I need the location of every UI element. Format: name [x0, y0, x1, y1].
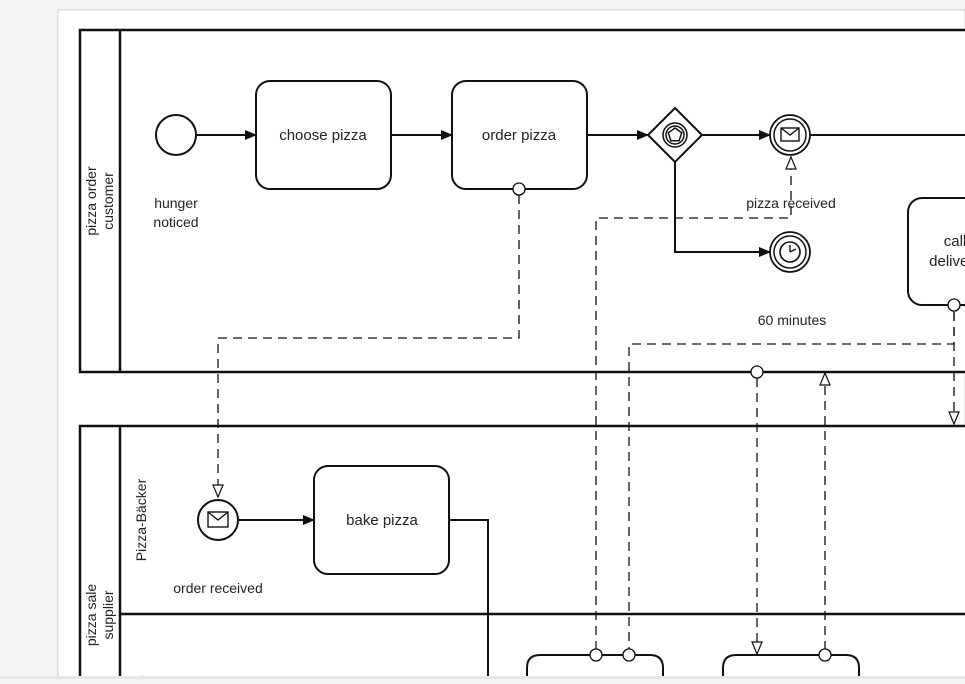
clock-icon	[779, 241, 801, 263]
pool-supplier[interactable]: pizza sale supplier Pizza-Bäcker e	[78, 424, 965, 684]
message-flows	[218, 157, 954, 654]
bottom-edge	[0, 676, 965, 679]
task-call-delivery[interactable]: call delivery	[907, 197, 965, 306]
pool-customer-label-1: pizza order	[83, 166, 99, 236]
start-event-hunger-noticed[interactable]	[155, 114, 197, 156]
task-choose-pizza[interactable]: choose pizza	[255, 80, 392, 190]
flow-gateway-to-timer	[674, 162, 771, 257]
task-order-pizza-label: order pizza	[482, 127, 557, 144]
pentagon-icon	[667, 127, 683, 142]
pool-supplier-label-1: pizza sale	[83, 584, 99, 646]
task-bake-pizza[interactable]: bake pizza	[313, 465, 450, 575]
event-pizza-received[interactable]	[769, 114, 811, 156]
event-order-received-label: order received	[173, 580, 263, 596]
start-event-label-2: noticed	[153, 214, 198, 230]
event-timer-60-minutes[interactable]	[769, 231, 811, 273]
lane-baker-label: Pizza-Bäcker	[133, 478, 149, 561]
msgflow-to-pizza-received	[595, 157, 791, 650]
sequence-flows	[196, 130, 965, 679]
pool-supplier-label-2: supplier	[100, 590, 116, 639]
task-bake-pizza-label: bake pizza	[346, 512, 418, 529]
event-based-gateway[interactable]	[646, 106, 704, 164]
envelope-icon	[780, 127, 800, 142]
event-timer-label: 60 minutes	[758, 312, 826, 328]
flow-bake-onward	[450, 519, 489, 679]
task-call-delivery-label-1: call	[944, 233, 965, 250]
event-order-received[interactable]	[197, 499, 239, 541]
pool-customer-label-2: customer	[100, 172, 116, 230]
envelope-icon	[207, 511, 229, 528]
task-choose-pizza-label: choose pizza	[279, 127, 367, 144]
task-lower-2[interactable]	[722, 654, 860, 684]
msgflow-order-to-supplier	[218, 195, 520, 497]
start-event-label-1: hunger	[154, 195, 198, 211]
event-pizza-received-label: pizza received	[746, 195, 836, 211]
task-order-pizza[interactable]: order pizza	[451, 80, 588, 190]
task-call-delivery-label-2: delivery	[929, 253, 965, 270]
